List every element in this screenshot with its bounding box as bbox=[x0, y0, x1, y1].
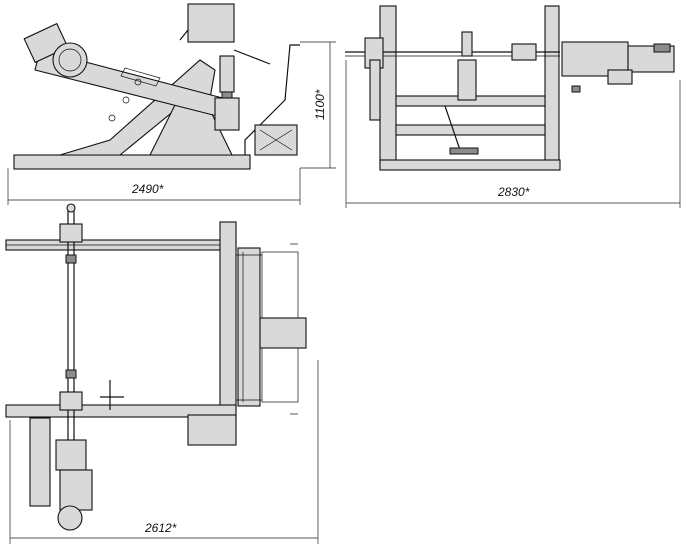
side-pedal-unit bbox=[254, 124, 298, 156]
side-clamp-block bbox=[214, 97, 240, 131]
front-base-beam bbox=[379, 159, 561, 171]
side-hole-1 bbox=[122, 96, 130, 104]
front-coupling bbox=[511, 43, 537, 61]
side-jack-body bbox=[219, 55, 235, 93]
plan-gearbox bbox=[55, 439, 87, 471]
front-motor-terminal bbox=[653, 43, 671, 53]
plan-side-panel bbox=[237, 247, 261, 407]
side-wheel-outer bbox=[52, 42, 88, 78]
side-width-label: 2490* bbox=[131, 182, 164, 196]
plan-view: 2612* bbox=[5, 203, 319, 544]
side-view: 2490* 1100* bbox=[7, 3, 336, 205]
front-left-support bbox=[369, 59, 381, 121]
plan-left-housing bbox=[29, 417, 51, 507]
side-wheel-inner bbox=[58, 48, 82, 72]
front-width-label: 2830* bbox=[497, 185, 530, 199]
plan-bottom-block bbox=[187, 414, 237, 446]
plan-shaft-collar bbox=[65, 254, 77, 264]
front-jack-top bbox=[461, 31, 473, 57]
side-hole-2 bbox=[108, 114, 116, 122]
side-handle bbox=[233, 49, 271, 65]
plan-upper-hub bbox=[59, 223, 83, 243]
plan-shaft-end bbox=[66, 203, 76, 213]
side-hole-3 bbox=[134, 78, 142, 86]
plan-motor-fan bbox=[57, 505, 83, 531]
side-height-label: 1100* bbox=[313, 89, 327, 120]
plan-lower-hub bbox=[59, 391, 83, 411]
side-top-box bbox=[187, 3, 235, 43]
front-post-right bbox=[544, 5, 560, 169]
front-jack-body bbox=[457, 59, 477, 101]
side-motor-housing bbox=[23, 22, 69, 64]
front-pedal-rod bbox=[444, 105, 461, 151]
plan-right-post bbox=[219, 221, 237, 423]
front-beam-lower bbox=[395, 124, 546, 136]
plan-pedal-unit bbox=[259, 317, 307, 349]
side-arm-slot bbox=[120, 67, 161, 87]
front-view: 2830* bbox=[345, 5, 681, 208]
front-motor-foot bbox=[607, 69, 633, 85]
front-pedal bbox=[449, 147, 479, 155]
side-base-plate bbox=[13, 154, 251, 170]
plan-width-label: 2612* bbox=[144, 521, 177, 535]
side-top-bracket bbox=[179, 29, 189, 41]
plan-shaft-collar-2 bbox=[65, 369, 77, 379]
side-lever-frame bbox=[244, 44, 300, 155]
front-right-bracket bbox=[571, 85, 581, 93]
front-post-left bbox=[379, 5, 397, 169]
plan-motor-block bbox=[59, 469, 93, 511]
side-pedal-hatch-2 bbox=[259, 129, 293, 151]
